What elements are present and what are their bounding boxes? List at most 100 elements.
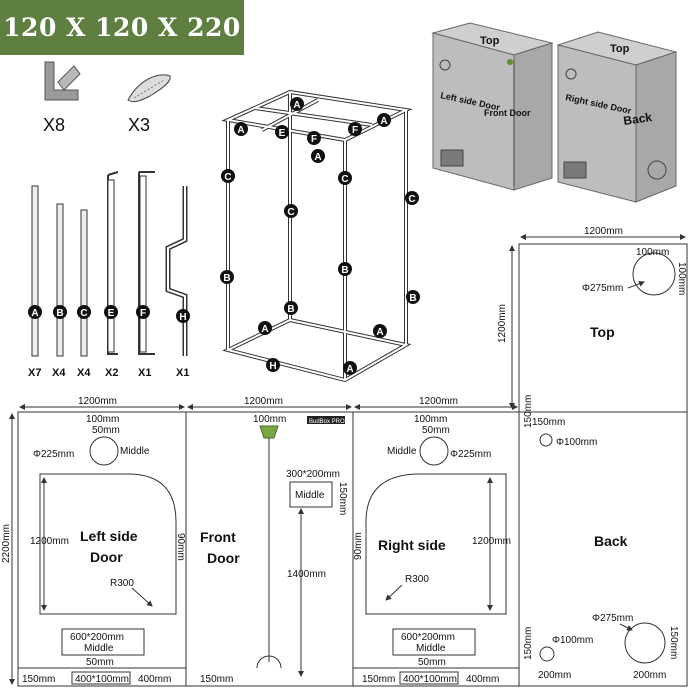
svg-text:50mm: 50mm: [92, 425, 120, 436]
pole-b: B: [53, 203, 67, 357]
frame-label: A: [258, 321, 272, 335]
svg-text:R300: R300: [405, 574, 429, 585]
svg-text:1200mm: 1200mm: [419, 396, 458, 407]
svg-text:Middle: Middle: [416, 643, 446, 654]
top-panel: 1200mm 1200mm 100mm 100mm Φ275mm Top: [497, 226, 688, 413]
svg-text:Φ100mm: Φ100mm: [552, 635, 593, 646]
svg-text:C: C: [224, 172, 231, 183]
svg-text:2200mm: 2200mm: [1, 524, 12, 563]
frame-label: F: [307, 131, 321, 145]
svg-text:400mm: 400mm: [466, 674, 499, 685]
svg-text:90mm: 90mm: [175, 533, 186, 561]
pole-a: A: [28, 185, 42, 357]
connector-count: X8: [43, 115, 65, 135]
svg-text:H: H: [269, 361, 276, 372]
frame-label: A: [290, 97, 304, 111]
frame-label: B: [406, 290, 420, 304]
left-side-panel: 100mm 50mm Φ225mm Middle 1200mm 90mm Lef…: [18, 414, 186, 685]
svg-text:Right side: Right side: [378, 537, 446, 553]
strap-count: X3: [128, 115, 150, 135]
frame-label: H: [266, 358, 280, 372]
svg-text:1200mm: 1200mm: [497, 304, 508, 343]
svg-text:150mm: 150mm: [362, 674, 395, 685]
svg-text:400*100mm: 400*100mm: [403, 674, 457, 685]
svg-text:200mm: 200mm: [538, 670, 571, 681]
frame-label: B: [284, 301, 298, 315]
frame-label: C: [284, 204, 298, 218]
svg-text:Front: Front: [200, 529, 236, 545]
svg-text:C: C: [287, 207, 294, 218]
svg-text:Top: Top: [480, 35, 500, 47]
pole-e-count: X2: [105, 367, 118, 379]
box-back-view: Top Right side Door Back: [556, 31, 678, 203]
svg-text:100mm: 100mm: [414, 414, 447, 425]
svg-text:1200mm: 1200mm: [30, 536, 69, 547]
frame-label: A: [343, 361, 357, 375]
svg-text:600*200mm: 600*200mm: [70, 632, 124, 643]
svg-text:90mm: 90mm: [353, 532, 364, 560]
back-panel: 150mm 150mm Φ100mm Back Φ100mm 150mm 200…: [523, 395, 679, 681]
svg-text:A: A: [237, 125, 244, 136]
svg-text:1200mm: 1200mm: [244, 396, 283, 407]
svg-text:400*100mm: 400*100mm: [75, 674, 129, 685]
svg-text:1200mm: 1200mm: [472, 536, 511, 547]
pole-a-count: X7: [28, 367, 41, 379]
frame-label: C: [338, 171, 352, 185]
svg-text:B: B: [341, 265, 348, 276]
svg-text:C: C: [341, 174, 348, 185]
svg-text:1400mm: 1400mm: [287, 569, 326, 580]
svg-text:Top: Top: [590, 324, 615, 340]
frame-label: A: [373, 324, 387, 338]
svg-text:Back: Back: [622, 110, 653, 128]
svg-text:Middle: Middle: [120, 446, 150, 457]
pole-e: E: [104, 171, 119, 355]
svg-text:50mm: 50mm: [422, 425, 450, 436]
corner-connector-icon: [44, 61, 81, 101]
svg-text:Middle: Middle: [295, 490, 325, 501]
svg-text:C: C: [80, 308, 87, 319]
svg-text:H: H: [179, 312, 186, 323]
frame-label: B: [220, 270, 234, 284]
svg-text:150mm: 150mm: [200, 674, 233, 685]
svg-text:Top: Top: [610, 43, 630, 55]
frame-label: A: [311, 149, 325, 163]
svg-text:Door: Door: [207, 550, 240, 566]
svg-text:E: E: [108, 308, 115, 319]
svg-text:400mm: 400mm: [138, 674, 171, 685]
svg-text:R300: R300: [110, 578, 134, 589]
right-side-panel: 100mm 50mm Middle Φ225mm 1200mm 90mm Rig…: [353, 414, 519, 685]
svg-text:A: A: [346, 364, 353, 375]
svg-text:100mm: 100mm: [636, 247, 669, 258]
svg-text:100mm: 100mm: [253, 414, 286, 425]
svg-text:F: F: [140, 308, 146, 319]
svg-text:F: F: [352, 125, 358, 136]
svg-text:Middle: Middle: [84, 643, 114, 654]
svg-text:Door: Door: [90, 549, 123, 565]
pole-f: F: [136, 171, 155, 355]
pole-h: H: [165, 186, 190, 356]
svg-text:A: A: [293, 100, 300, 111]
pole-c-count: X4: [77, 367, 91, 379]
pole-c: C: [77, 209, 91, 357]
frame-label: C: [221, 169, 235, 183]
svg-text:A: A: [314, 152, 321, 163]
svg-text:A: A: [376, 327, 383, 338]
svg-text:Φ225mm: Φ225mm: [33, 449, 74, 460]
svg-text:Φ100mm: Φ100mm: [556, 437, 597, 448]
svg-text:50mm: 50mm: [418, 657, 446, 668]
title-banner: 120 X 120 X 220: [0, 0, 244, 55]
frame-label: A: [377, 113, 391, 127]
svg-text:E: E: [279, 128, 286, 139]
svg-text:Φ275mm: Φ275mm: [582, 283, 623, 294]
svg-text:150mm: 150mm: [523, 627, 534, 660]
svg-text:50mm: 50mm: [86, 657, 114, 668]
frame-label: B: [338, 262, 352, 276]
svg-text:150mm: 150mm: [22, 674, 55, 685]
svg-text:1200mm: 1200mm: [584, 226, 623, 237]
frame-label: A: [234, 122, 248, 136]
svg-text:A: A: [31, 308, 38, 319]
svg-text:200mm: 200mm: [633, 670, 666, 681]
svg-text:Φ275mm: Φ275mm: [592, 613, 633, 624]
svg-text:Φ225mm: Φ225mm: [450, 449, 491, 460]
